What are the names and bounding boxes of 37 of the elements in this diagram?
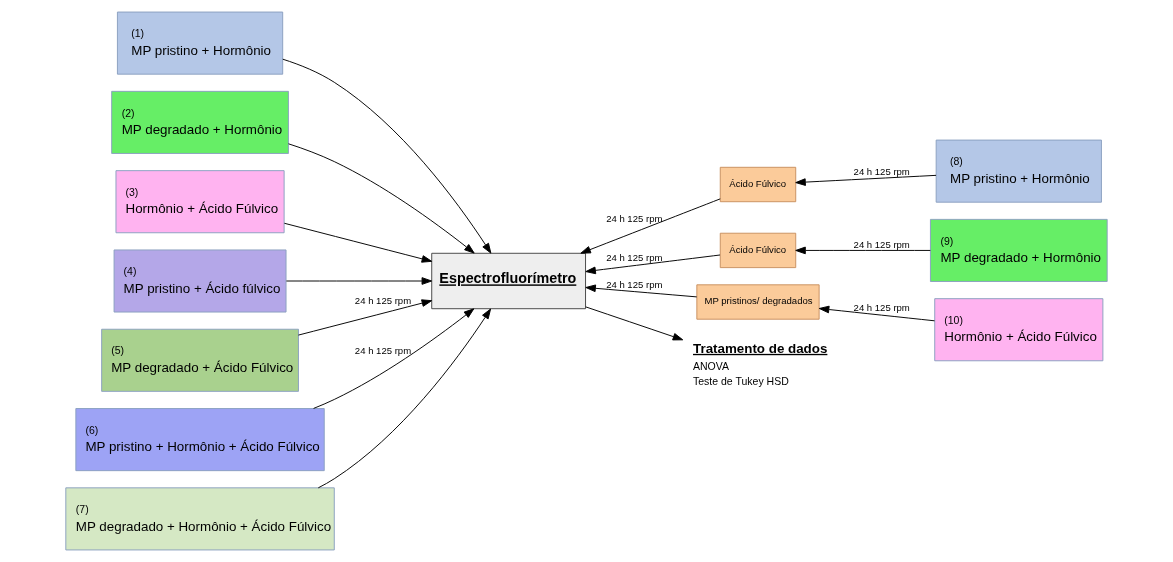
node-box: Espectrofluorímetro xyxy=(431,252,586,310)
edge-label: 24 h 125 rpm xyxy=(606,251,663,263)
edge-label: 24 h 125 rpm xyxy=(354,344,412,356)
node-box: (6) MP pristino + Hormônio + Ácido Fúlvico xyxy=(75,408,325,472)
arrow xyxy=(585,284,698,298)
arrow xyxy=(282,58,492,254)
node-box: Ácido Fúlvico xyxy=(719,166,797,203)
arrow xyxy=(288,143,475,254)
arrow xyxy=(585,254,721,275)
node-box: (4) MP pristino + Ácido fúlvico xyxy=(113,249,287,313)
edge-label: 24 h 125 rpm xyxy=(853,301,910,313)
edge-label: 24 h 125 rpm xyxy=(354,294,412,306)
node-box: (8) MP pristino + Hormônio xyxy=(935,139,1102,203)
node-box: (2) MP degradado + Hormônio xyxy=(111,90,289,154)
node-box: (3) Hormônio + Ácido Fúlvico xyxy=(115,170,285,234)
node-box: (7) MP degradado + Hormônio + Ácido Fúlvico xyxy=(65,487,335,551)
node-box: (5) MP degradado + Ácido Fúlvico xyxy=(101,328,299,392)
node-box: (9) MP degradado + Hormônio xyxy=(929,218,1108,282)
node-box: Ácido Fúlvico xyxy=(719,232,797,269)
arrow xyxy=(317,308,492,489)
arrow xyxy=(580,198,721,254)
arrow xyxy=(285,277,433,285)
node-box: MP pristinos/ degradados xyxy=(696,284,820,320)
arrow xyxy=(818,305,935,322)
arrow xyxy=(283,222,433,263)
edge-label: 24 h 125 rpm xyxy=(606,278,663,290)
arrow xyxy=(795,246,931,255)
arrow xyxy=(313,308,475,409)
node-box: (10) Hormônio + Ácido Fúlvico xyxy=(934,298,1104,362)
edge-label: 24 h 125 rpm xyxy=(853,238,910,250)
edge-label: 24 h 125 rpm xyxy=(606,212,663,224)
arrow xyxy=(297,299,433,336)
node-box: (1) MP pristino + Hormônio xyxy=(116,11,284,75)
node-text: Tratamento de dados ANOVA Teste de Tukey HSD xyxy=(693,340,828,387)
edge-label: 24 h 125 rpm xyxy=(853,165,910,177)
arrow xyxy=(585,306,684,341)
arrow xyxy=(795,174,937,186)
